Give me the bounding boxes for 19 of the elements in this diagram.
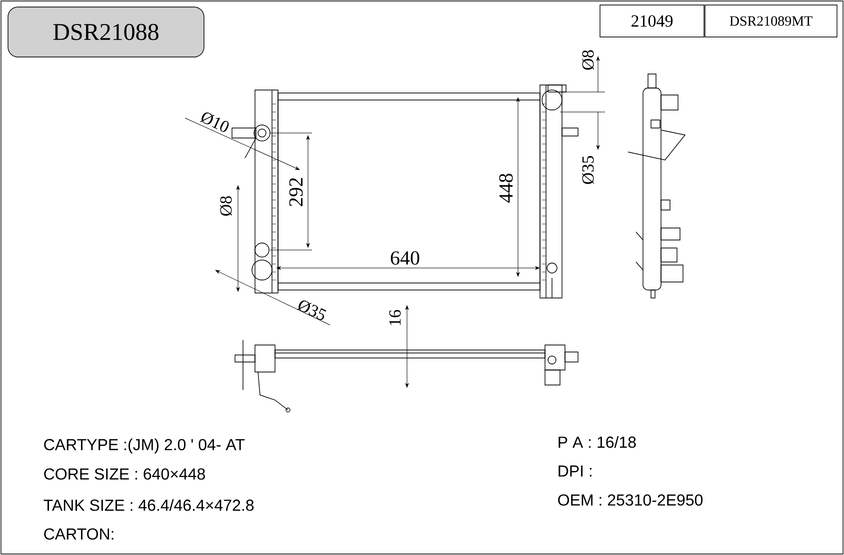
part-number-box: DSR21089MT xyxy=(704,4,838,38)
dimension-label: Ø8 xyxy=(582,50,594,70)
spec-text: CARTYPE :(JM) 2.0 ' 04- AT xyxy=(44,438,245,454)
dimension-label: 448 xyxy=(499,174,513,203)
dimension-label: Ø8 xyxy=(220,196,232,216)
spec-text: P A : 16/18 xyxy=(558,436,636,448)
spec-text: TANK SIZE : 46.4/46.4×472.8 xyxy=(44,499,254,511)
dimension-label: 640 xyxy=(390,251,420,265)
spec-text: CARTON: xyxy=(44,528,114,540)
part-number-box: DSR21088 xyxy=(8,6,204,58)
part-number-box: 21049 xyxy=(600,4,704,38)
dimension-label: 16 xyxy=(389,310,401,326)
spec-text: DPI : xyxy=(558,466,592,476)
dimension-label: 292 xyxy=(289,178,303,206)
spec-text: OEM : 25310-2E950 xyxy=(558,494,703,506)
dimension-label: Ø10 xyxy=(200,112,229,132)
dimension-label: Ø35 xyxy=(296,300,326,320)
spec-text: CORE SIZE : 640×448 xyxy=(44,468,205,480)
dimension-label: Ø35 xyxy=(582,156,594,184)
